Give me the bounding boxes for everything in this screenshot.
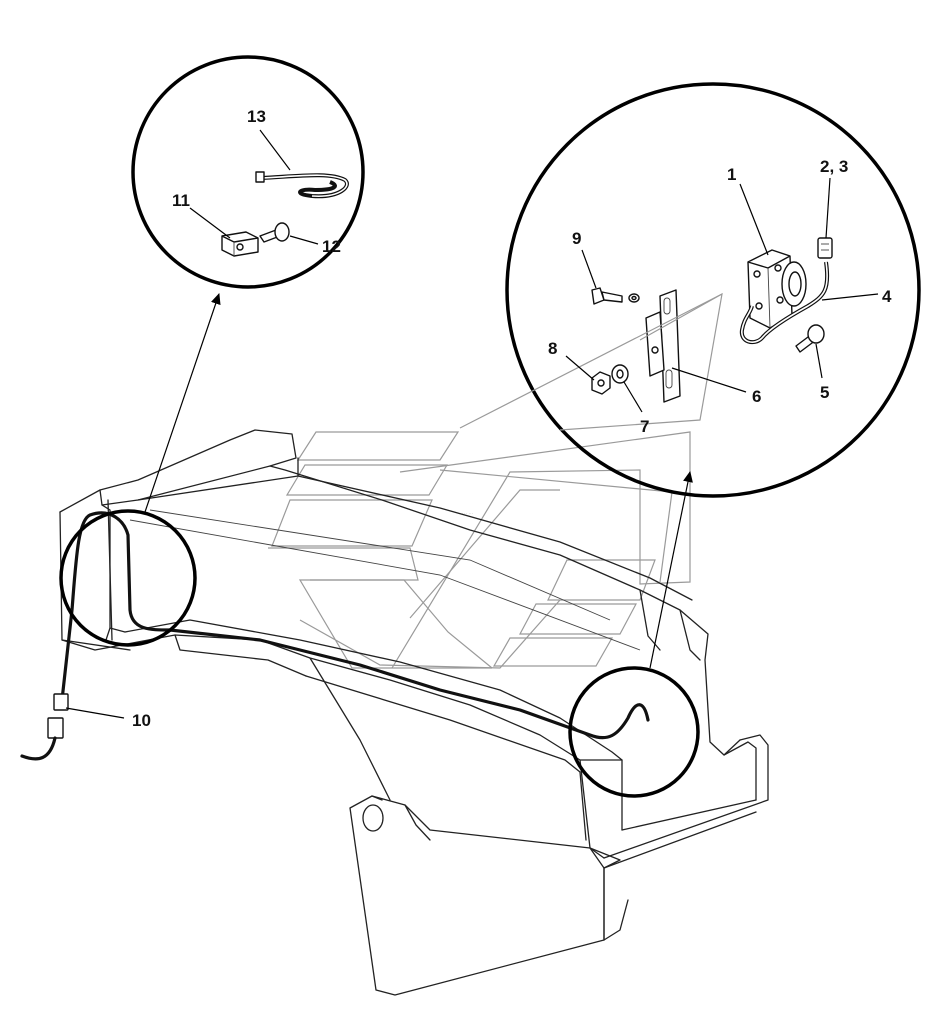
watermark-logo: ··· ··· xyxy=(268,431,691,669)
pointer-arrow-left xyxy=(144,293,221,513)
screw-9 xyxy=(591,287,640,305)
clip-11 xyxy=(221,231,259,257)
screw-12 xyxy=(259,222,290,243)
sensor-1 xyxy=(747,249,807,329)
cable-tie-13 xyxy=(255,171,349,199)
mounting-arm-body xyxy=(59,429,769,941)
svg-text:··· ···: ··· ··· xyxy=(462,511,474,517)
mounting-plate xyxy=(349,795,605,996)
callout-8: 8 xyxy=(548,339,557,358)
callout-6: 6 xyxy=(752,387,761,406)
callout-1: 1 xyxy=(727,165,736,184)
connector-2-3 xyxy=(817,237,833,259)
detail-circle-small-left xyxy=(59,509,197,647)
callout-11: 11 xyxy=(172,191,190,210)
callout-2-3: 2, 3 xyxy=(820,157,848,176)
wire-harness xyxy=(60,511,650,740)
sensor-lead-4 xyxy=(739,261,830,345)
callout-13: 13 xyxy=(247,107,266,126)
bolt-5 xyxy=(795,324,825,353)
callout-10: 10 xyxy=(132,711,151,730)
callout-12: 12 xyxy=(322,237,341,256)
pointer-arrow-right xyxy=(649,471,693,669)
detail-circle-large-right xyxy=(505,82,921,498)
detail-circle-small-right xyxy=(568,666,700,798)
connector-10 xyxy=(20,693,69,761)
leader-lines xyxy=(65,129,879,719)
callout-7: 7 xyxy=(640,417,649,436)
nut-8 xyxy=(591,371,611,395)
callout-9: 9 xyxy=(572,229,581,248)
callout-5: 5 xyxy=(820,383,829,402)
washer-7 xyxy=(611,364,629,384)
watermark-overlap-lines xyxy=(459,292,723,431)
bracket-6 xyxy=(645,289,681,403)
callout-4: 4 xyxy=(882,287,892,306)
detail-circle-large-left xyxy=(131,55,365,289)
